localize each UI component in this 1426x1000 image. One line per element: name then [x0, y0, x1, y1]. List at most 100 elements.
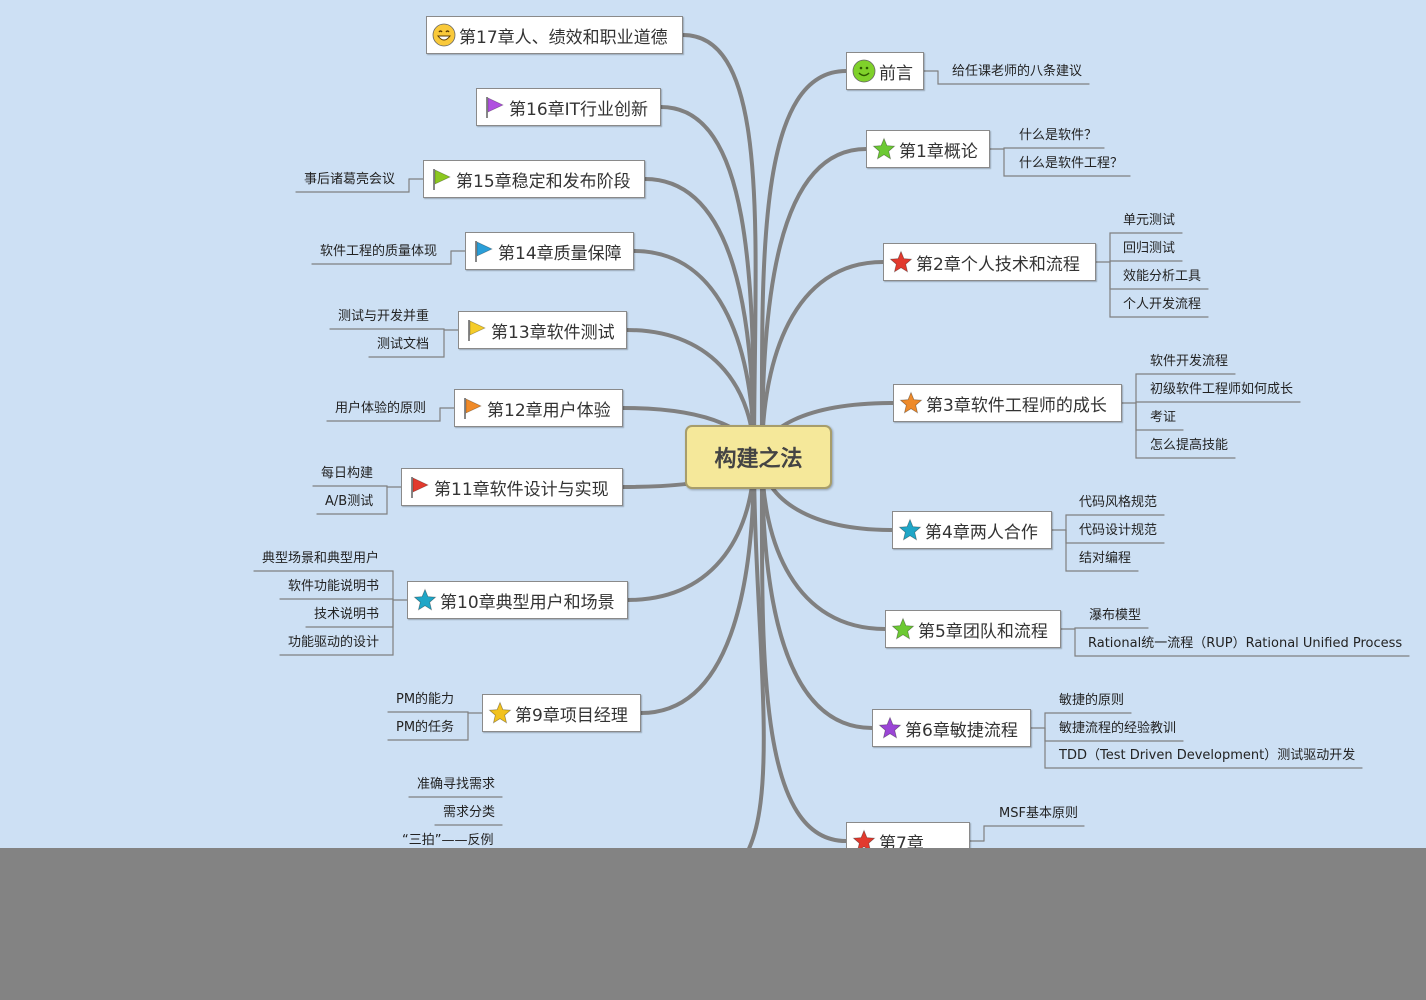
- subtopic-item[interactable]: 需求分类: [443, 805, 496, 820]
- subtopic-item[interactable]: 代码设计规范: [1079, 523, 1158, 538]
- subtopic-item[interactable]: 软件开发流程: [1150, 354, 1229, 369]
- right-topic-3[interactable]: 第3章软件工程师的成长: [893, 384, 1122, 422]
- subtopic-item[interactable]: 回归测试: [1123, 241, 1176, 256]
- subtopic-item[interactable]: MSF基本原则: [999, 806, 1078, 821]
- topic-label: 第17章人、绩效和职业道德: [459, 27, 668, 48]
- branch-line: [1074, 628, 1410, 657]
- branch-line: [937, 70, 1090, 85]
- subtopic-item[interactable]: 功能驱动的设计: [288, 635, 380, 650]
- right-topic-6[interactable]: 第6章敏捷流程: [872, 709, 1031, 747]
- bottom-gray-panel: [0, 848, 1426, 1000]
- branch-line: [1135, 373, 1236, 404]
- left-topic-5[interactable]: 第12章用户体验: [454, 389, 623, 427]
- topic-label: 第6章敏捷流程: [905, 720, 1018, 741]
- branch-line: [253, 570, 394, 601]
- star-red-icon: [852, 829, 876, 848]
- branch-line: [387, 712, 469, 741]
- branch-line: [326, 407, 441, 422]
- branch-line: [316, 486, 388, 515]
- subtopic-item[interactable]: 测试文档: [377, 337, 430, 352]
- subtopic-item[interactable]: 软件工程的质量体现: [320, 244, 438, 259]
- subtopic-item[interactable]: 给任课老师的八条建议: [952, 64, 1083, 79]
- star-green-icon: [872, 137, 896, 161]
- left-topic-1[interactable]: 第16章IT行业创新: [476, 88, 661, 126]
- star-red-icon: [889, 250, 913, 274]
- subtopic-item[interactable]: 事后诸葛亮会议: [304, 172, 396, 187]
- branch-line: [279, 598, 394, 601]
- subtopic-item[interactable]: 什么是软件工程？: [1019, 156, 1124, 171]
- branch-line: [983, 825, 1085, 842]
- subtopic-item[interactable]: 个人开发流程: [1123, 297, 1202, 312]
- branch-line: [295, 178, 410, 193]
- branch-line: [311, 250, 452, 265]
- topic-label: 第10章典型用户和场景: [440, 592, 615, 613]
- topic-label: 第2章个人技术和流程: [916, 254, 1080, 275]
- branch-line: [1109, 260, 1183, 263]
- branch-line: [1065, 514, 1165, 531]
- topic-label: 第3章软件工程师的成长: [926, 395, 1107, 416]
- right-topic-7[interactable]: 第7章: [846, 822, 970, 848]
- subtopic-item[interactable]: 用户体验的原则: [335, 401, 427, 416]
- subtopic-item[interactable]: 怎么提高技能: [1150, 438, 1229, 453]
- subtopic-item[interactable]: 结对编程: [1079, 551, 1132, 566]
- right-topic-5[interactable]: 第5章团队和流程: [885, 610, 1061, 648]
- left-topic-3[interactable]: 第14章质量保障: [465, 232, 634, 270]
- branch-links: [253, 33, 1410, 848]
- topic-label: 第11章软件设计与实现: [434, 479, 609, 500]
- smiley-icon: [852, 59, 876, 83]
- subtopic-item[interactable]: PM的能力: [396, 692, 455, 707]
- topic-label: 第13章软件测试: [491, 322, 615, 343]
- right-topic-4[interactable]: 第4章两人合作: [892, 511, 1052, 549]
- topic-label: 前言: [879, 63, 913, 84]
- central-topic[interactable]: 构建之法: [685, 425, 832, 489]
- topic-label: 第12章用户体验: [487, 400, 611, 421]
- subtopic-item[interactable]: 单元测试: [1123, 213, 1176, 228]
- subtopic-item[interactable]: 准确寻找需求: [417, 777, 496, 792]
- subtopic-item[interactable]: 敏捷流程的经验教训: [1059, 721, 1177, 736]
- subtopic-item[interactable]: A/B测试: [325, 494, 374, 509]
- left-topic-8[interactable]: 第9章项目经理: [482, 694, 641, 732]
- subtopic-item[interactable]: TDD（Test Driven Development）测试驱动开发: [1059, 748, 1356, 763]
- subtopic-item[interactable]: 每日构建: [321, 466, 374, 481]
- subtopic-item[interactable]: 技术说明书: [314, 607, 380, 622]
- subtopic-item[interactable]: 敏捷的原则: [1059, 693, 1125, 708]
- left-topic-4[interactable]: 第13章软件测试: [458, 311, 627, 349]
- left-topic-0[interactable]: 第17章人、绩效和职业道德: [426, 16, 683, 54]
- star-yellow-icon: [488, 701, 512, 725]
- mind-map-canvas: 前言 给任课老师的八条建议第1章概论 什么是软件？ 什么是软件工程？ 第2章个人技术和流…: [253, 16, 1410, 848]
- branch-line: [1044, 712, 1132, 729]
- branch-line: [760, 147, 868, 459]
- subtopic-item[interactable]: 考证: [1150, 410, 1177, 425]
- left-topic-2[interactable]: 第15章稳定和发布阶段: [423, 160, 645, 198]
- subtopic-item[interactable]: 软件功能说明书: [288, 579, 380, 594]
- subtopic-item[interactable]: “三拍”——反例: [402, 833, 494, 848]
- branch-line: [759, 455, 848, 843]
- subtopic-item[interactable]: 代码风格规范: [1079, 495, 1158, 510]
- subtopic-item[interactable]: 测试与开发并重: [338, 309, 430, 324]
- subtopic-item[interactable]: Rational统一流程（RUP）Rational Unified Proces…: [1088, 636, 1403, 651]
- right-topic-0[interactable]: 前言: [846, 52, 924, 90]
- right-topic-1[interactable]: 第1章概论: [866, 130, 990, 168]
- branch-line: [1003, 148, 1131, 177]
- subtopic-item[interactable]: 瀑布模型: [1089, 608, 1142, 623]
- branch-line: [1135, 401, 1301, 404]
- flag-purple-icon: [482, 95, 506, 119]
- flag-orange-icon: [460, 396, 484, 420]
- central-topic-label: 构建之法: [714, 447, 803, 472]
- subtopic-item[interactable]: 初级软件工程师如何成长: [1150, 382, 1294, 397]
- branch-line: [632, 249, 756, 459]
- subtopic-item[interactable]: 效能分析工具: [1123, 269, 1202, 284]
- star-orange-icon: [899, 391, 923, 415]
- branch-line: [1065, 529, 1139, 572]
- subtopic-item[interactable]: PM的任务: [396, 720, 455, 735]
- topic-label: 第9章项目经理: [515, 705, 628, 726]
- left-topic-6[interactable]: 第11章软件设计与实现: [401, 468, 623, 506]
- subtopic-item[interactable]: 什么是软件？: [1019, 128, 1098, 143]
- star-cyan-icon: [413, 588, 437, 612]
- subtopic-item[interactable]: 典型场景和典型用户: [262, 551, 380, 566]
- branch-line: [1135, 402, 1236, 459]
- right-topic-2[interactable]: 第2章个人技术和流程: [883, 243, 1096, 281]
- grin-icon: [432, 23, 456, 47]
- left-topic-7[interactable]: 第10章典型用户和场景: [407, 581, 628, 619]
- topic-label: 第16章IT行业创新: [509, 99, 649, 120]
